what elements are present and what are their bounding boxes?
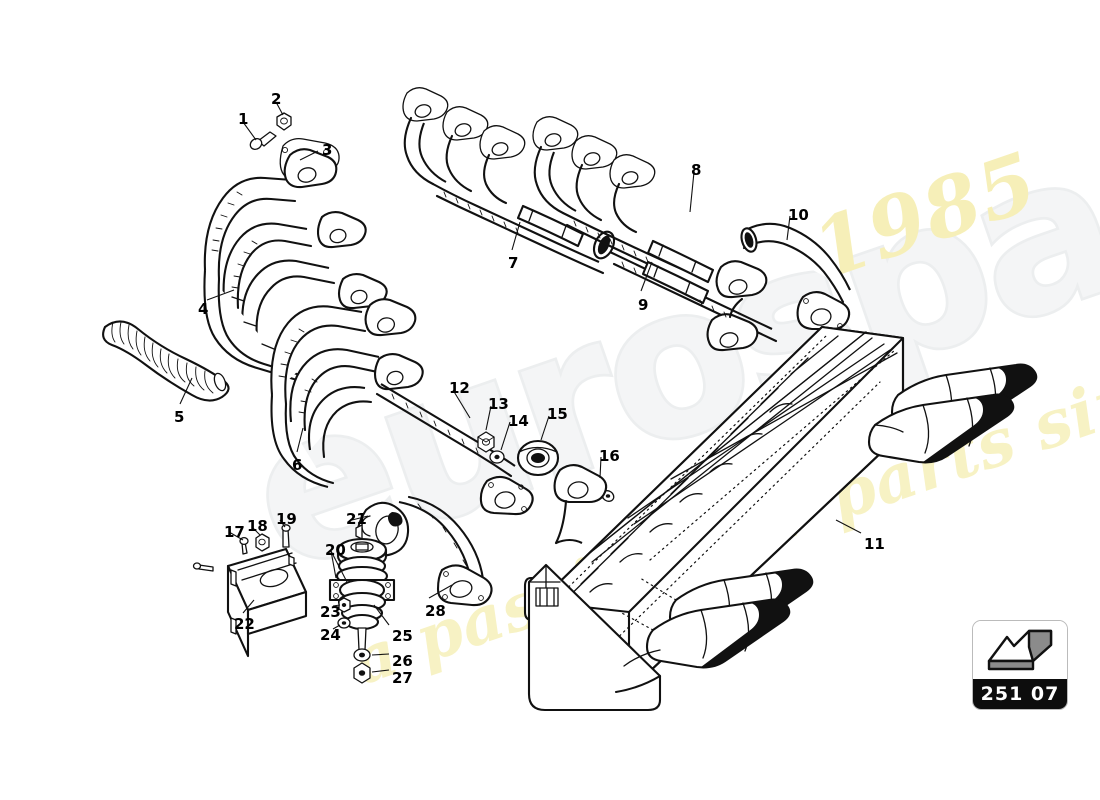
callout-nut[interactable]: 23 <box>320 603 341 621</box>
part-7-downpipe-left <box>402 87 616 275</box>
callout-downpipe-left[interactable]: 7 <box>508 254 519 272</box>
part-20-mounting-assembly <box>328 537 396 684</box>
callout-bolt[interactable]: 1 <box>238 110 249 128</box>
callout-nut[interactable]: 27 <box>392 669 413 687</box>
part-13-nut <box>477 431 495 453</box>
part-5-flexible-hose <box>102 320 230 402</box>
callout-exhaust-manifold-rear[interactable]: 6 <box>292 456 303 474</box>
part-24-washer <box>337 617 351 629</box>
callout-support-bracket[interactable]: 22 <box>234 615 255 633</box>
diagram-code-badge[interactable]: 251 07 <box>972 620 1068 710</box>
callout-silencer-muffler[interactable]: 11 <box>864 535 885 553</box>
callout-manifold-right[interactable]: 8 <box>691 161 702 179</box>
callout-ring-seal[interactable]: 15 <box>547 405 568 423</box>
tailpipes-lower <box>619 568 814 669</box>
part-10-intermediate-pipe <box>740 222 851 331</box>
callout-mounting-assembly[interactable]: 20 <box>325 541 346 559</box>
part-18-nut <box>255 533 270 552</box>
badge-code-label: 251 07 <box>973 679 1067 709</box>
callout-manifold-gasket[interactable]: 3 <box>322 141 333 159</box>
callout-exhaust-manifold-front[interactable]: 4 <box>198 300 209 318</box>
callout-nut[interactable]: 13 <box>488 395 509 413</box>
part-27-nut <box>353 662 371 684</box>
part-8-exhaust-manifold-right <box>532 116 715 290</box>
callout-connecting-pipe[interactable]: 12 <box>449 379 470 397</box>
part-23-nut <box>338 597 351 613</box>
callout-washer[interactable]: 24 <box>320 626 341 644</box>
part-26-washer <box>353 648 371 662</box>
part-14-washer <box>489 450 505 464</box>
callout-stud[interactable]: 19 <box>276 510 297 528</box>
callout-flange-gasket[interactable]: 28 <box>425 602 446 620</box>
callout-rubber-mount-spring[interactable]: 25 <box>392 627 413 645</box>
part-2-nut <box>276 112 292 131</box>
exhaust-tailpipe-icon <box>973 621 1067 679</box>
callout-washer[interactable]: 14 <box>508 412 529 430</box>
tailpipes-upper <box>867 363 1038 464</box>
part-22-support-bracket <box>192 547 308 658</box>
callout-nut[interactable]: 2 <box>271 90 282 108</box>
callout-intermediate-pipe[interactable]: 10 <box>788 206 809 224</box>
rear-silencer-box <box>527 563 662 712</box>
part-28-flange-gasket <box>398 495 493 607</box>
part-19-stud <box>281 524 291 548</box>
part-9-downpipe-right <box>609 251 778 352</box>
part-15-ring-seal <box>516 439 560 477</box>
callout-flexible-hose[interactable]: 5 <box>174 408 185 426</box>
callout-washer[interactable]: 26 <box>392 652 413 670</box>
callout-leader-lines <box>179 101 862 673</box>
callout-bolt[interactable]: 17 <box>224 523 245 541</box>
callout-downpipe-right[interactable]: 9 <box>638 296 649 314</box>
callout-pipe-clamp[interactable]: 21 <box>346 510 367 528</box>
callout-nut[interactable]: 18 <box>247 517 268 535</box>
callout-stud-bolt[interactable]: 16 <box>599 447 620 465</box>
part-1-bolt <box>249 131 277 151</box>
front-flange-detail <box>553 464 608 545</box>
